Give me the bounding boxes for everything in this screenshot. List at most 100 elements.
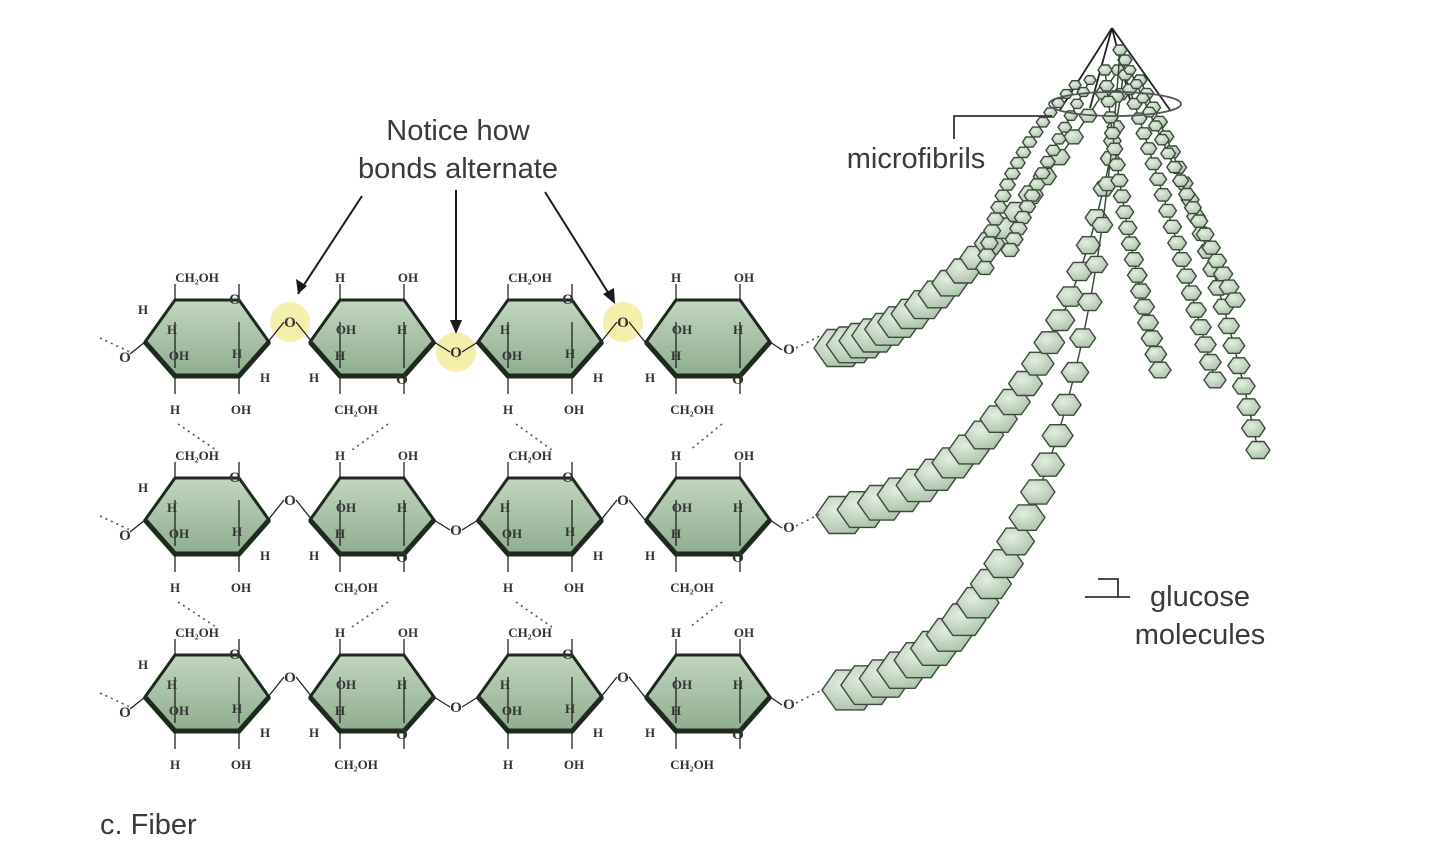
hydrogen-atom: H	[309, 370, 319, 385]
hydrogen-atom: H	[397, 322, 407, 337]
glucose-bead	[1076, 292, 1103, 312]
glucose-bead	[1098, 79, 1115, 92]
glucose-bead	[1020, 351, 1055, 376]
ch2oh-group: CH₂OH	[334, 580, 378, 595]
glucose-bead	[1028, 126, 1044, 138]
glucose-bead	[1212, 266, 1234, 282]
glucose-bead	[1153, 133, 1170, 146]
bundle-line	[1111, 27, 1171, 111]
glucose-bead	[1218, 279, 1240, 295]
hydroxyl-group: OH	[564, 757, 584, 772]
glucose-bead	[1148, 172, 1168, 186]
glucose-bead	[1177, 187, 1196, 201]
glucose-bead	[1147, 120, 1164, 132]
glycosidic-linkage: O	[600, 670, 646, 698]
glycosidic-linkage: O	[267, 493, 313, 521]
hydrogen-atom: H	[645, 548, 655, 563]
glucose-bead	[1112, 189, 1132, 204]
glucose-bead	[1126, 267, 1148, 283]
linkage-oxygen: O	[783, 520, 795, 536]
ch2oh-group: CH₂OH	[508, 270, 552, 285]
microfibrils-label: microfibrils	[847, 143, 986, 175]
hydrogen-atom: H	[309, 725, 319, 740]
glucose-bead	[1195, 227, 1215, 242]
ring-oxygen: O	[562, 470, 574, 486]
notice-label-line2: bonds alternate	[358, 153, 558, 185]
glucose-bead	[1068, 328, 1097, 348]
glucose-bead	[1157, 203, 1178, 218]
glycosidic-linkage: O	[433, 519, 479, 539]
glucose-bead	[1217, 317, 1241, 335]
glucose-leader	[1085, 578, 1130, 598]
microfibrils-leader	[953, 91, 1182, 139]
microfibril-strand	[975, 79, 1082, 276]
glucose-bead	[1240, 419, 1266, 438]
linkage-highlight	[270, 302, 310, 342]
glucose-bead	[1101, 111, 1119, 124]
fiber-chains	[813, 27, 1271, 711]
bond	[129, 341, 146, 355]
glucose-bead	[1030, 452, 1066, 477]
glucose-bead	[1165, 160, 1183, 174]
hydroxyl-group: OH	[734, 625, 754, 640]
ring-oxygen: O	[562, 647, 574, 663]
hydrogen-bond	[515, 601, 553, 628]
glucose-bead	[1207, 253, 1228, 269]
linkage-oxygen: O	[119, 705, 131, 721]
glucose-bead	[1035, 116, 1051, 128]
glucose-bead	[1135, 92, 1151, 104]
hydrogen-atom: H	[593, 370, 603, 385]
glucose-bead	[1245, 440, 1271, 460]
hydrogen-bond	[351, 423, 389, 451]
bond	[628, 676, 646, 698]
glucose-bead	[1084, 255, 1109, 274]
glucose-bead	[1000, 242, 1020, 258]
glucose-bead	[1019, 479, 1056, 505]
hydrogen-atom: H	[565, 346, 575, 361]
glycosidic-linkage: O	[433, 696, 479, 716]
bond	[433, 696, 451, 708]
ring-oxygen: O	[396, 550, 408, 566]
hydrogen-atom: H	[335, 703, 345, 718]
hydrogen-atom: H	[335, 448, 345, 463]
glycosidic-linkage: O	[433, 332, 479, 372]
hydroxyl-group: OH	[398, 448, 418, 463]
ring-oxygen: O	[396, 372, 408, 388]
glucose-bead	[1123, 251, 1145, 267]
hydrogen-atom: H	[565, 701, 575, 716]
hydrogen-atom: H	[645, 725, 655, 740]
glucose-bead	[1189, 319, 1213, 336]
hydroxyl-group: OH	[169, 526, 189, 541]
fiber-chain-top	[813, 64, 1126, 368]
hydrogen-atom: H	[335, 348, 345, 363]
microfibrils-bundle-ring	[1048, 91, 1182, 117]
microfibril-strand	[1097, 64, 1172, 379]
hydrogen-atom: H	[397, 677, 407, 692]
hydrogen-atom: H	[500, 322, 510, 337]
hydroxyl-group: OH	[336, 677, 356, 692]
glucose-bead	[979, 236, 999, 250]
glucose-bead	[1103, 126, 1122, 140]
hydrogen-atom: H	[335, 270, 345, 285]
hydrogen-atom: H	[671, 270, 681, 285]
hydrogen-atom: H	[260, 548, 270, 563]
hydroxyl-group: OH	[672, 500, 692, 515]
hydroxyl-group: OH	[336, 322, 356, 337]
hydroxyl-group: OH	[231, 402, 251, 417]
glucose-bead	[1112, 44, 1128, 56]
ch2oh-group: CH₂OH	[175, 270, 219, 285]
bond	[267, 676, 285, 698]
glucose-label-line1: glucose	[1150, 581, 1250, 613]
glucose-bead	[975, 260, 995, 276]
ring-oxygen: O	[229, 470, 241, 486]
glucose-bead	[1144, 345, 1168, 363]
hydroxyl-group: OH	[672, 677, 692, 692]
